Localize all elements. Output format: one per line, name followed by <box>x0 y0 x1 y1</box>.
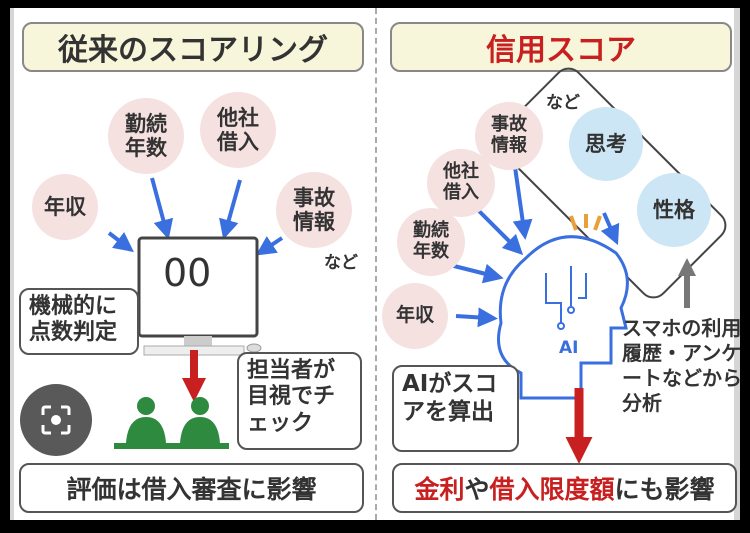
trait-personality: 性格 <box>637 173 711 247</box>
divider <box>375 8 377 520</box>
input-tenure: 勤続年数 <box>108 98 184 174</box>
spark-icon <box>569 214 602 231</box>
arrow <box>107 231 134 253</box>
input-tenure: 勤続年数 <box>397 208 465 276</box>
callout-machine: 機械的に点数判定 <box>19 288 139 355</box>
callout-ai: AIがスコアを算出 <box>392 365 519 452</box>
input-accident-info: 事故情報 <box>475 102 543 170</box>
result-suffix: にも影響 <box>614 475 715 504</box>
etc-label: など <box>546 93 580 113</box>
ai-label: AI <box>559 338 579 358</box>
input-other-loans: 他社借入 <box>427 149 495 217</box>
ai-head-icon <box>497 235 629 400</box>
etc-label: など <box>324 253 358 273</box>
source-note: スマホの利用履歴・アンケートなどから分析 <box>622 316 742 415</box>
trait-thinking: 思考 <box>569 107 643 181</box>
input-accident-info: 事故情報 <box>276 172 352 248</box>
input-income: 年収 <box>382 283 448 349</box>
input-income: 年収 <box>32 174 98 240</box>
infographic: 従来のスコアリング 年収 勤続年数 他社借入 事故情報 など 00 機械的に点数… <box>10 8 742 520</box>
screen-score: 00 <box>163 251 212 295</box>
result-interest: 金利 <box>414 475 465 504</box>
right-title: 信用スコア <box>390 22 732 72</box>
right-result: 金利や借入限度額にも影響 <box>392 463 737 513</box>
lens-icon[interactable] <box>20 384 92 456</box>
left-arrows <box>107 177 284 449</box>
staff-icon <box>114 397 229 449</box>
callout-staff: 担当者が目視でチェック <box>237 352 362 450</box>
result-limit: 借入限度額 <box>489 475 615 504</box>
left-title: 従来のスコアリング <box>22 22 364 72</box>
result-joiner: や <box>464 475 490 504</box>
input-other-loans: 他社借入 <box>200 92 276 168</box>
left-result: 評価は借入審査に影響 <box>19 463 364 513</box>
